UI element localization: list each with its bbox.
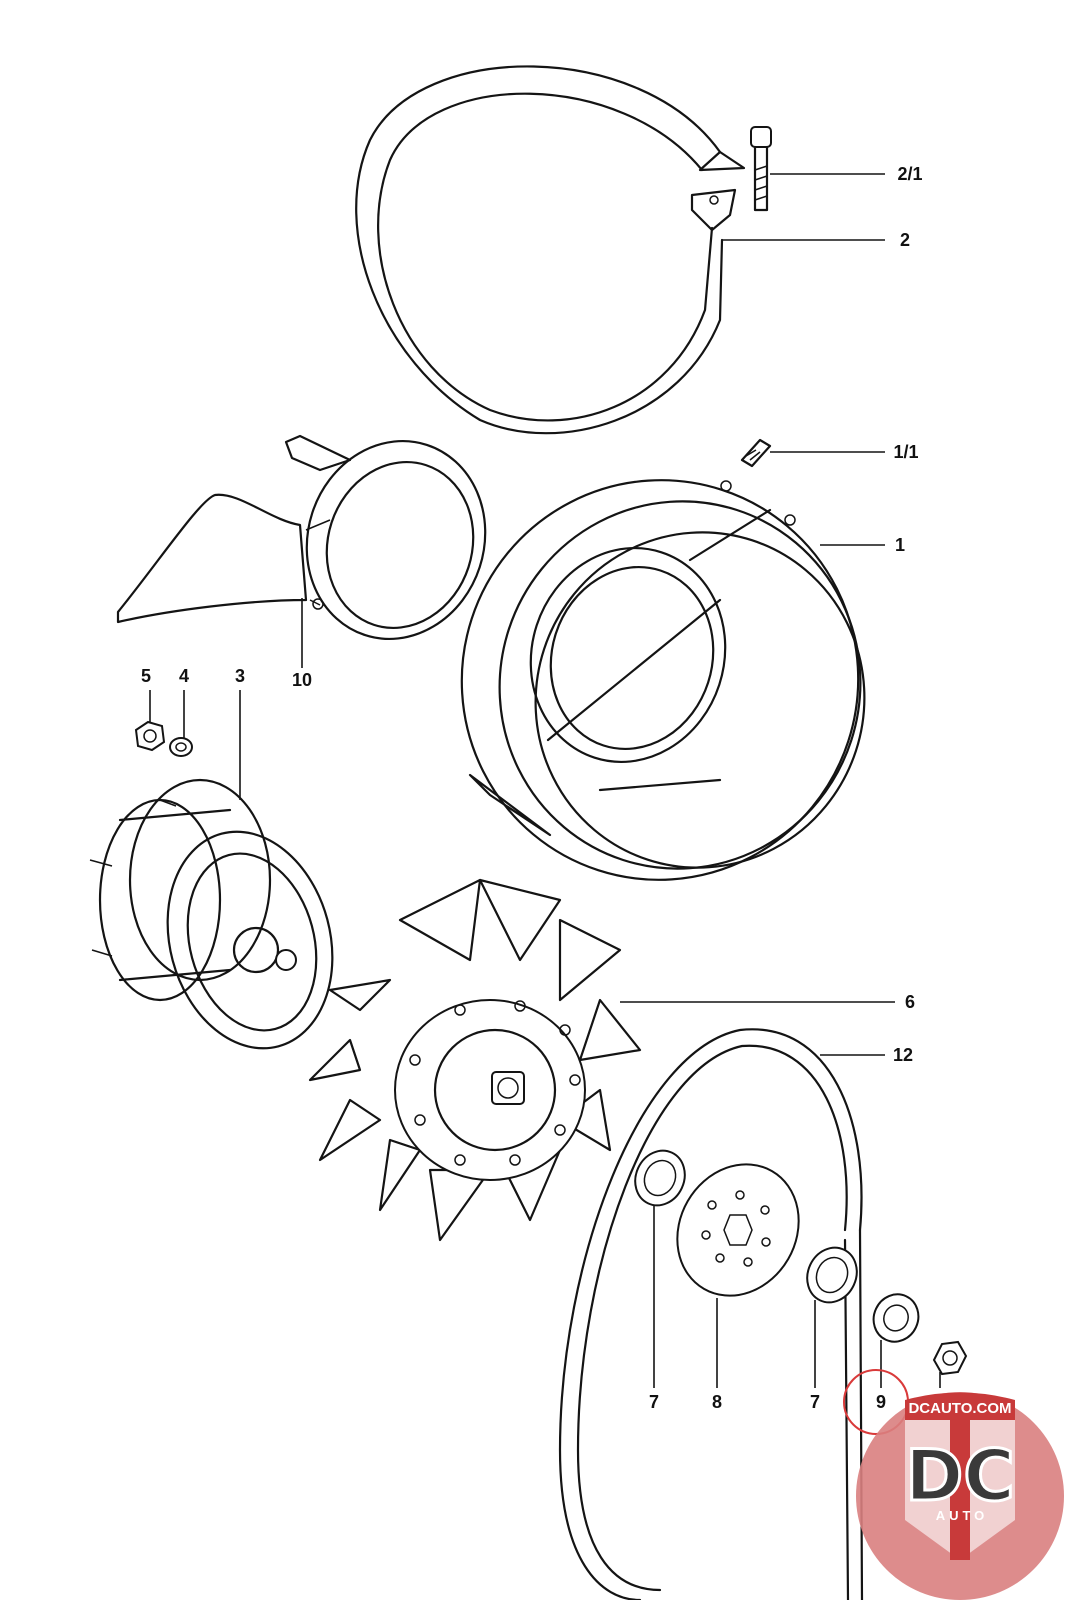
callout-2: 2 <box>900 230 910 250</box>
v-belt <box>558 1028 864 1600</box>
callout-labels: 2/1 2 1/1 1 5 4 3 10 6 12 7 8 7 9 11 <box>141 164 950 1412</box>
callout-7a: 7 <box>649 1392 659 1412</box>
nut-11 <box>932 1340 968 1376</box>
washer-4 <box>169 737 193 757</box>
dcauto-logo: DCAUTO.COM DC AUTO <box>856 1392 1064 1600</box>
nut-5 <box>134 720 166 752</box>
callout-5: 5 <box>141 666 151 686</box>
callout-12: 12 <box>893 1045 913 1065</box>
fan <box>308 878 642 1242</box>
air-guide <box>116 434 487 641</box>
callout-6: 6 <box>905 992 915 1012</box>
fan-housing <box>460 479 866 881</box>
leader-lines <box>149 173 941 1388</box>
callout-1: 1 <box>895 535 905 555</box>
callout-7b: 7 <box>810 1392 820 1412</box>
callout-2-1: 2/1 <box>897 164 922 184</box>
logo-url: DCAUTO.COM <box>908 1400 1011 1417</box>
callout-4: 4 <box>179 666 189 686</box>
callout-9: 9 <box>876 1392 886 1412</box>
alternator <box>89 778 334 1050</box>
pulley-half <box>676 1163 800 1297</box>
callout-1-1: 1/1 <box>893 442 918 462</box>
spacer-9 <box>872 1293 920 1343</box>
stud <box>740 438 772 468</box>
logo-dc: DC <box>905 1435 1014 1517</box>
callout-3: 3 <box>235 666 245 686</box>
shim-7a <box>634 1149 686 1207</box>
shim-7b <box>806 1246 858 1304</box>
clamp-screw <box>750 126 772 212</box>
clamp-band <box>355 65 746 435</box>
logo-auto: AUTO <box>936 1508 989 1523</box>
callout-8: 8 <box>712 1392 722 1412</box>
callout-10: 10 <box>292 670 312 690</box>
